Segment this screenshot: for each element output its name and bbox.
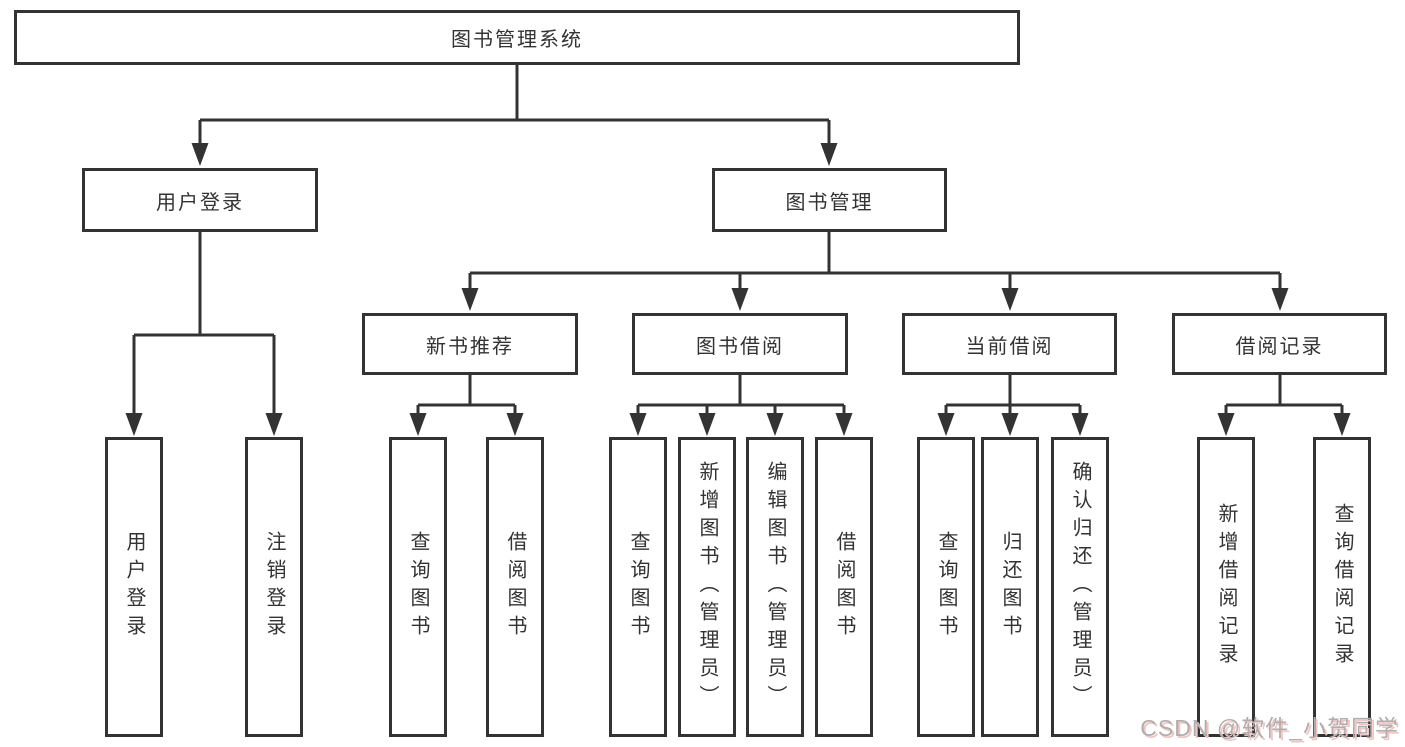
node-current-borrowing-label: 当前借阅 (965, 335, 1054, 358)
leaf-borrow-books-recommend-label: 借阅图书 (504, 531, 526, 643)
csdn-watermark: CSDN @软件_小贺同学 (1140, 715, 1399, 741)
leaf-add-borrow-record: 新增借阅记录 (1197, 437, 1255, 737)
arrowhead (1001, 413, 1019, 436)
node-book-borrowing: 图书借阅 (632, 313, 848, 375)
arrowhead (1071, 413, 1089, 436)
leaf-add-book-admin: 新增图书（管理员） (678, 437, 736, 737)
leaf-query-books-recommend-label: 查询图书 (407, 531, 429, 643)
leaf-add-borrow-record-label: 新增借阅记录 (1215, 503, 1237, 671)
node-book-borrowing-label: 图书借阅 (696, 335, 784, 358)
arrowhead (125, 413, 143, 436)
leaf-query-books-current: 查询图书 (917, 437, 975, 737)
leaf-borrow-books-recommend: 借阅图书 (486, 437, 544, 737)
leaf-user-login-label: 用户登录 (123, 531, 145, 643)
node-book-management-label: 图书管理 (785, 191, 874, 214)
node-user-login-label: 用户登录 (156, 191, 244, 214)
leaf-query-books-current-label: 查询图书 (935, 531, 957, 643)
node-new-book-recommend: 新书推荐 (362, 313, 578, 375)
node-new-book-recommend-label: 新书推荐 (426, 335, 514, 358)
arrowhead (409, 413, 427, 436)
arrowhead (766, 413, 784, 436)
arrowhead (461, 288, 479, 311)
leaf-query-books-borrowing: 查询图书 (609, 437, 667, 737)
node-root: 图书管理系统 (14, 10, 1020, 65)
arrowhead (731, 288, 749, 311)
leaf-confirm-return-admin-label: 确认归还（管理员） (1069, 461, 1091, 713)
leaf-add-book-admin-label: 新增图书（管理员） (696, 461, 718, 713)
arrowhead (506, 413, 524, 436)
leaf-edit-book-admin-label: 编辑图书（管理员） (764, 461, 786, 713)
leaf-logout: 注销登录 (245, 437, 303, 737)
leaf-return-book: 归还图书 (981, 437, 1039, 737)
node-borrowing-records-label: 借阅记录 (1235, 335, 1324, 358)
leaf-query-borrow-record-label: 查询借阅记录 (1331, 503, 1353, 671)
node-book-management: 图书管理 (712, 168, 947, 232)
leaf-logout-label: 注销登录 (263, 531, 285, 643)
leaf-edit-book-admin: 编辑图书（管理员） (746, 437, 804, 737)
arrowhead (820, 143, 838, 166)
leaf-borrow-books: 借阅图书 (815, 437, 873, 737)
leaf-return-book-label: 归还图书 (999, 531, 1021, 643)
leaf-query-borrow-record: 查询借阅记录 (1313, 437, 1371, 737)
node-root-label: 图书管理系统 (451, 29, 583, 51)
leaf-query-books-recommend: 查询图书 (389, 437, 447, 737)
arrowhead (1001, 288, 1019, 311)
arrowhead (937, 413, 955, 436)
arrowhead (1333, 413, 1351, 436)
arrowhead (1217, 413, 1235, 436)
leaf-user-login: 用户登录 (105, 437, 163, 737)
arrowhead (835, 413, 853, 436)
leaf-borrow-books-label: 借阅图书 (833, 531, 855, 643)
arrowhead (698, 413, 716, 436)
arrowhead (191, 143, 209, 166)
arrowhead (1271, 288, 1289, 311)
leaf-query-books-borrowing-label: 查询图书 (627, 531, 649, 643)
node-borrowing-records: 借阅记录 (1172, 313, 1387, 375)
node-current-borrowing: 当前借阅 (902, 313, 1117, 375)
arrowhead (265, 413, 283, 436)
node-user-login: 用户登录 (82, 168, 318, 232)
leaf-confirm-return-admin: 确认归还（管理员） (1051, 437, 1109, 737)
arrowhead (629, 413, 647, 436)
